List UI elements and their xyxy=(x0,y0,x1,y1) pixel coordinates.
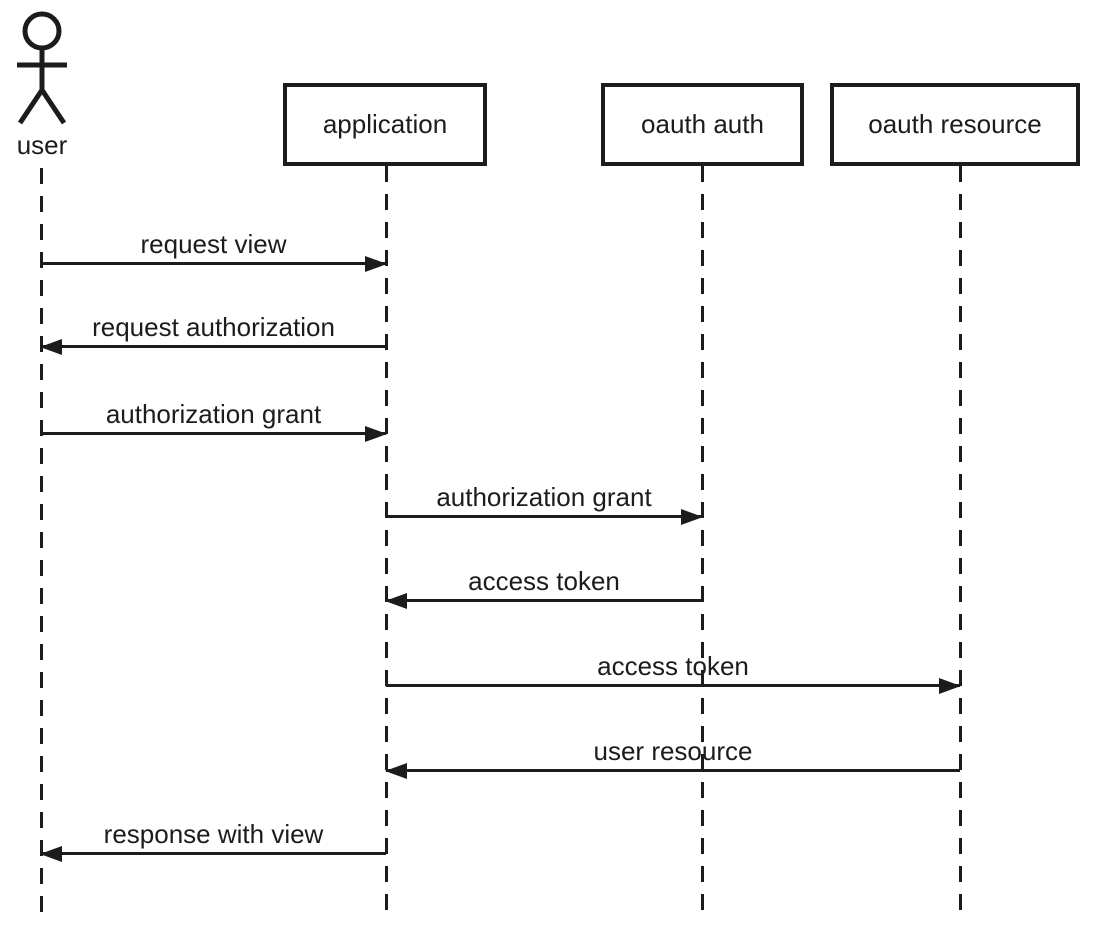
participant-application-label: application xyxy=(322,109,448,139)
message-line xyxy=(386,769,960,772)
message-authorization-grant-app-label: authorization grant xyxy=(436,482,652,512)
message-access-token-auth-label: access token xyxy=(468,566,620,596)
participant-application: application xyxy=(283,83,487,166)
arrowhead-right-icon xyxy=(365,426,387,442)
message-access-token-auth: access token xyxy=(385,564,702,609)
arrowhead-left-icon xyxy=(385,593,407,609)
arrowhead-left-icon xyxy=(385,763,407,779)
arrowhead-left-icon xyxy=(40,339,62,355)
message-response-with-view: response with view xyxy=(40,817,386,862)
message-access-token-resource: access token xyxy=(386,649,961,694)
message-line xyxy=(386,684,960,687)
message-authorization-grant-user-label: authorization grant xyxy=(105,399,322,429)
message-authorization-grant-user: authorization grant xyxy=(41,397,387,442)
arrowhead-right-icon xyxy=(939,678,961,694)
stick-figure-icon xyxy=(17,11,67,125)
message-line xyxy=(41,345,386,348)
actor-user: user xyxy=(0,4,84,160)
lifeline-user xyxy=(39,168,43,920)
message-user-resource: user resource xyxy=(385,734,960,779)
message-line xyxy=(41,852,386,855)
message-line xyxy=(386,515,702,518)
participant-oauth-auth-label: oauth auth xyxy=(641,109,764,139)
message-response-with-view-label: response with view xyxy=(103,819,324,849)
message-request-view: request view xyxy=(41,227,387,272)
message-authorization-grant-app: authorization grant xyxy=(386,480,703,525)
actor-user-label: user xyxy=(16,130,68,160)
arrowhead-right-icon xyxy=(365,256,387,272)
message-line xyxy=(41,432,386,435)
message-request-authorization: request authorization xyxy=(40,310,386,355)
message-line xyxy=(386,599,702,602)
participant-oauth-auth: oauth auth xyxy=(601,83,804,166)
message-user-resource-label: user resource xyxy=(593,736,753,766)
participant-oauth-resource-label: oauth resource xyxy=(868,109,1042,139)
message-line xyxy=(41,262,386,265)
lifeline-application xyxy=(384,166,388,920)
lifeline-oauth-auth xyxy=(700,166,704,920)
message-access-token-resource-label: access token xyxy=(597,651,749,681)
lifeline-oauth-resource xyxy=(958,166,962,920)
arrowhead-left-icon xyxy=(40,846,62,862)
arrowhead-right-icon xyxy=(681,509,703,525)
message-request-authorization-label: request authorization xyxy=(92,312,335,342)
message-request-view-label: request view xyxy=(140,229,287,259)
participant-oauth-resource: oauth resource xyxy=(830,83,1080,166)
